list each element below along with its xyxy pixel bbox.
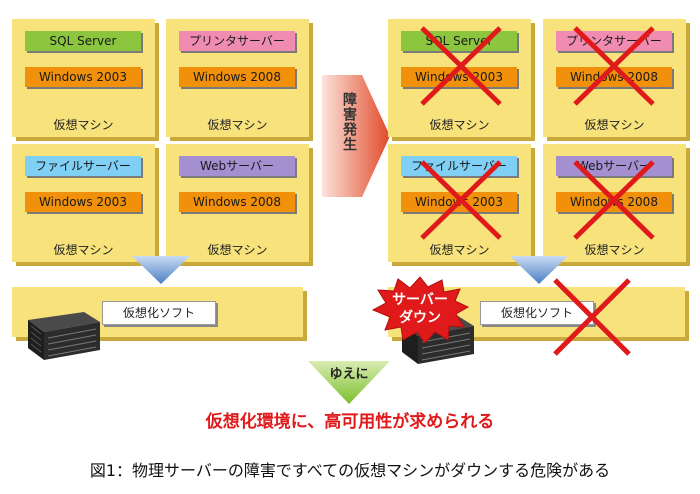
vm-printer-right: プリンタサーバー Windows 2008 仮想マシン	[543, 19, 686, 137]
failure-arrow-icon	[322, 75, 390, 197]
x-mark-icon	[573, 160, 655, 240]
os-windows: Windows 2008	[556, 67, 672, 87]
down-arrow-icon	[132, 256, 190, 284]
app-web-server: Webサーバー	[179, 156, 295, 176]
app-printer-server: プリンタサーバー	[179, 31, 295, 51]
burst-line-1: サーバー	[392, 292, 448, 308]
vm-label: 仮想マシン	[584, 243, 645, 257]
conclusion-text: 仮想化環境に、高可用性が求められる	[205, 412, 495, 432]
x-mark-icon	[420, 26, 502, 106]
therefore-arrow-icon	[308, 361, 390, 404]
server-down-label: サーバー ダウン	[376, 291, 464, 327]
os-windows: Windows 2003	[25, 67, 141, 87]
vm-label: 仮想マシン	[429, 243, 490, 257]
burst-line-2: ダウン	[399, 310, 441, 326]
x-mark-icon	[420, 160, 502, 240]
hypervisor-label: 仮想化ソフト	[102, 301, 216, 325]
vm-label: 仮想マシン	[53, 243, 114, 257]
figure-caption: 図1：物理サーバーの障害ですべての仮想マシンがダウンする危険がある	[89, 461, 611, 480]
x-mark-icon	[553, 278, 631, 356]
os-windows: Windows 2008	[179, 192, 295, 212]
therefore-label: ゆえに	[329, 367, 369, 382]
app-file-server: ファイルサーバー	[25, 156, 141, 176]
vm-sql-left: SQL Server Windows 2003 仮想マシン	[12, 19, 155, 137]
server-hardware-icon	[28, 312, 100, 360]
vm-sql-right: SQL Server Windows 2003 仮想マシン	[388, 19, 531, 137]
vm-label: 仮想マシン	[207, 243, 268, 257]
os-windows: Windows 2008	[179, 67, 295, 87]
down-arrow-icon	[510, 256, 568, 284]
vm-web-left: Webサーバー Windows 2008 仮想マシン	[166, 144, 309, 262]
vm-label: 仮想マシン	[429, 118, 490, 132]
server-down-burst-icon	[371, 276, 470, 344]
vm-label: 仮想マシン	[584, 118, 645, 132]
vm-label: 仮想マシン	[207, 118, 268, 132]
hypervisor-label: 仮想化ソフト	[480, 301, 594, 325]
os-windows: Windows 2003	[25, 192, 141, 212]
vm-printer-left: プリンタサーバー Windows 2008 仮想マシン	[166, 19, 309, 137]
x-mark-icon	[573, 26, 655, 106]
vm-file-left: ファイルサーバー Windows 2003 仮想マシン	[12, 144, 155, 262]
os-windows: Windows 2003	[401, 67, 517, 87]
failure-label: 障害発生	[341, 92, 357, 152]
vm-label: 仮想マシン	[53, 118, 114, 132]
app-sql-server: SQL Server	[25, 31, 141, 51]
